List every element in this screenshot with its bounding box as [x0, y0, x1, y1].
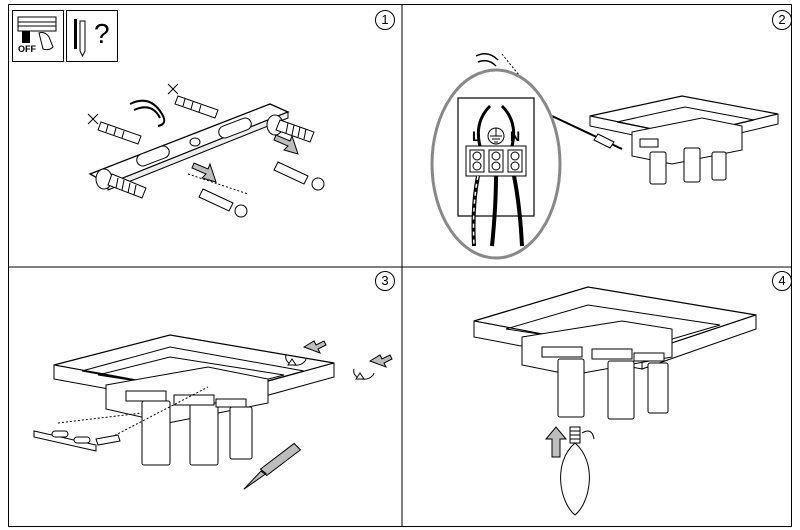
step-4-panel: 4	[402, 267, 792, 527]
step-3-panel: 3	[8, 267, 402, 527]
drill-tools-icon: ?	[66, 10, 118, 62]
step-2-number: 2	[772, 10, 792, 30]
rotate-icon	[285, 354, 375, 380]
question-mark: ?	[94, 18, 110, 49]
canopy-mounting-illustration	[33, 334, 393, 490]
step-2-panel: 2	[402, 4, 792, 267]
step-3-number: 3	[375, 271, 395, 291]
ground-symbol-icon	[487, 127, 505, 145]
step-1-panel: 1 OFF ?	[8, 4, 402, 267]
wiring-illustration	[430, 53, 779, 260]
terminal-l-label: L	[472, 128, 481, 144]
bulb-install-illustration	[473, 286, 757, 516]
terminal-n-label: N	[510, 128, 521, 144]
step-1-number: 1	[375, 10, 395, 30]
power-off-icon: OFF	[12, 10, 64, 62]
arrow-icon	[544, 426, 568, 458]
step-4-number: 4	[772, 271, 792, 291]
mounting-bracket-illustration	[87, 83, 325, 218]
switch-off-label: OFF	[18, 44, 36, 54]
